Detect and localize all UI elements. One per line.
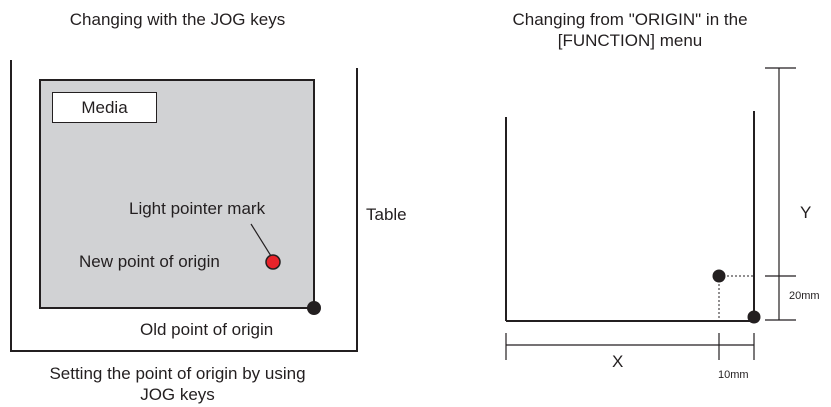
- left-panel-title: Changing with the JOG keys: [69, 10, 286, 29]
- new-origin-label: New point of origin: [79, 252, 220, 271]
- old-origin-marker: [307, 301, 321, 315]
- old-origin-label: Old point of origin: [140, 320, 274, 339]
- x-dimension-label: X: [612, 352, 624, 371]
- media-label: Media: [52, 92, 157, 123]
- left-caption-line2: JOG keys: [140, 385, 215, 404]
- right-new-origin-marker: [712, 269, 726, 283]
- left-caption-line1: Setting the point of origin by using: [49, 364, 306, 383]
- table-outline: [10, 60, 358, 352]
- table-label: Table: [366, 205, 407, 224]
- right-old-origin-marker: [747, 310, 761, 324]
- y-dimension: [765, 67, 796, 321]
- right-panel-title-line2: [FUNCTION] menu: [557, 31, 703, 50]
- x-dimension: [505, 333, 755, 360]
- x-offset-label: 10mm: [718, 369, 749, 381]
- new-origin-marker: [265, 254, 281, 270]
- right-panel-title-line1: Changing from "ORIGIN" in the: [512, 10, 748, 29]
- y-dimension-label: Y: [800, 203, 812, 222]
- light-pointer-leader: [250, 223, 272, 257]
- light-pointer-label: Light pointer mark: [129, 199, 266, 218]
- y-offset-label: 20mm: [789, 290, 820, 302]
- right-table-outline: [505, 111, 755, 322]
